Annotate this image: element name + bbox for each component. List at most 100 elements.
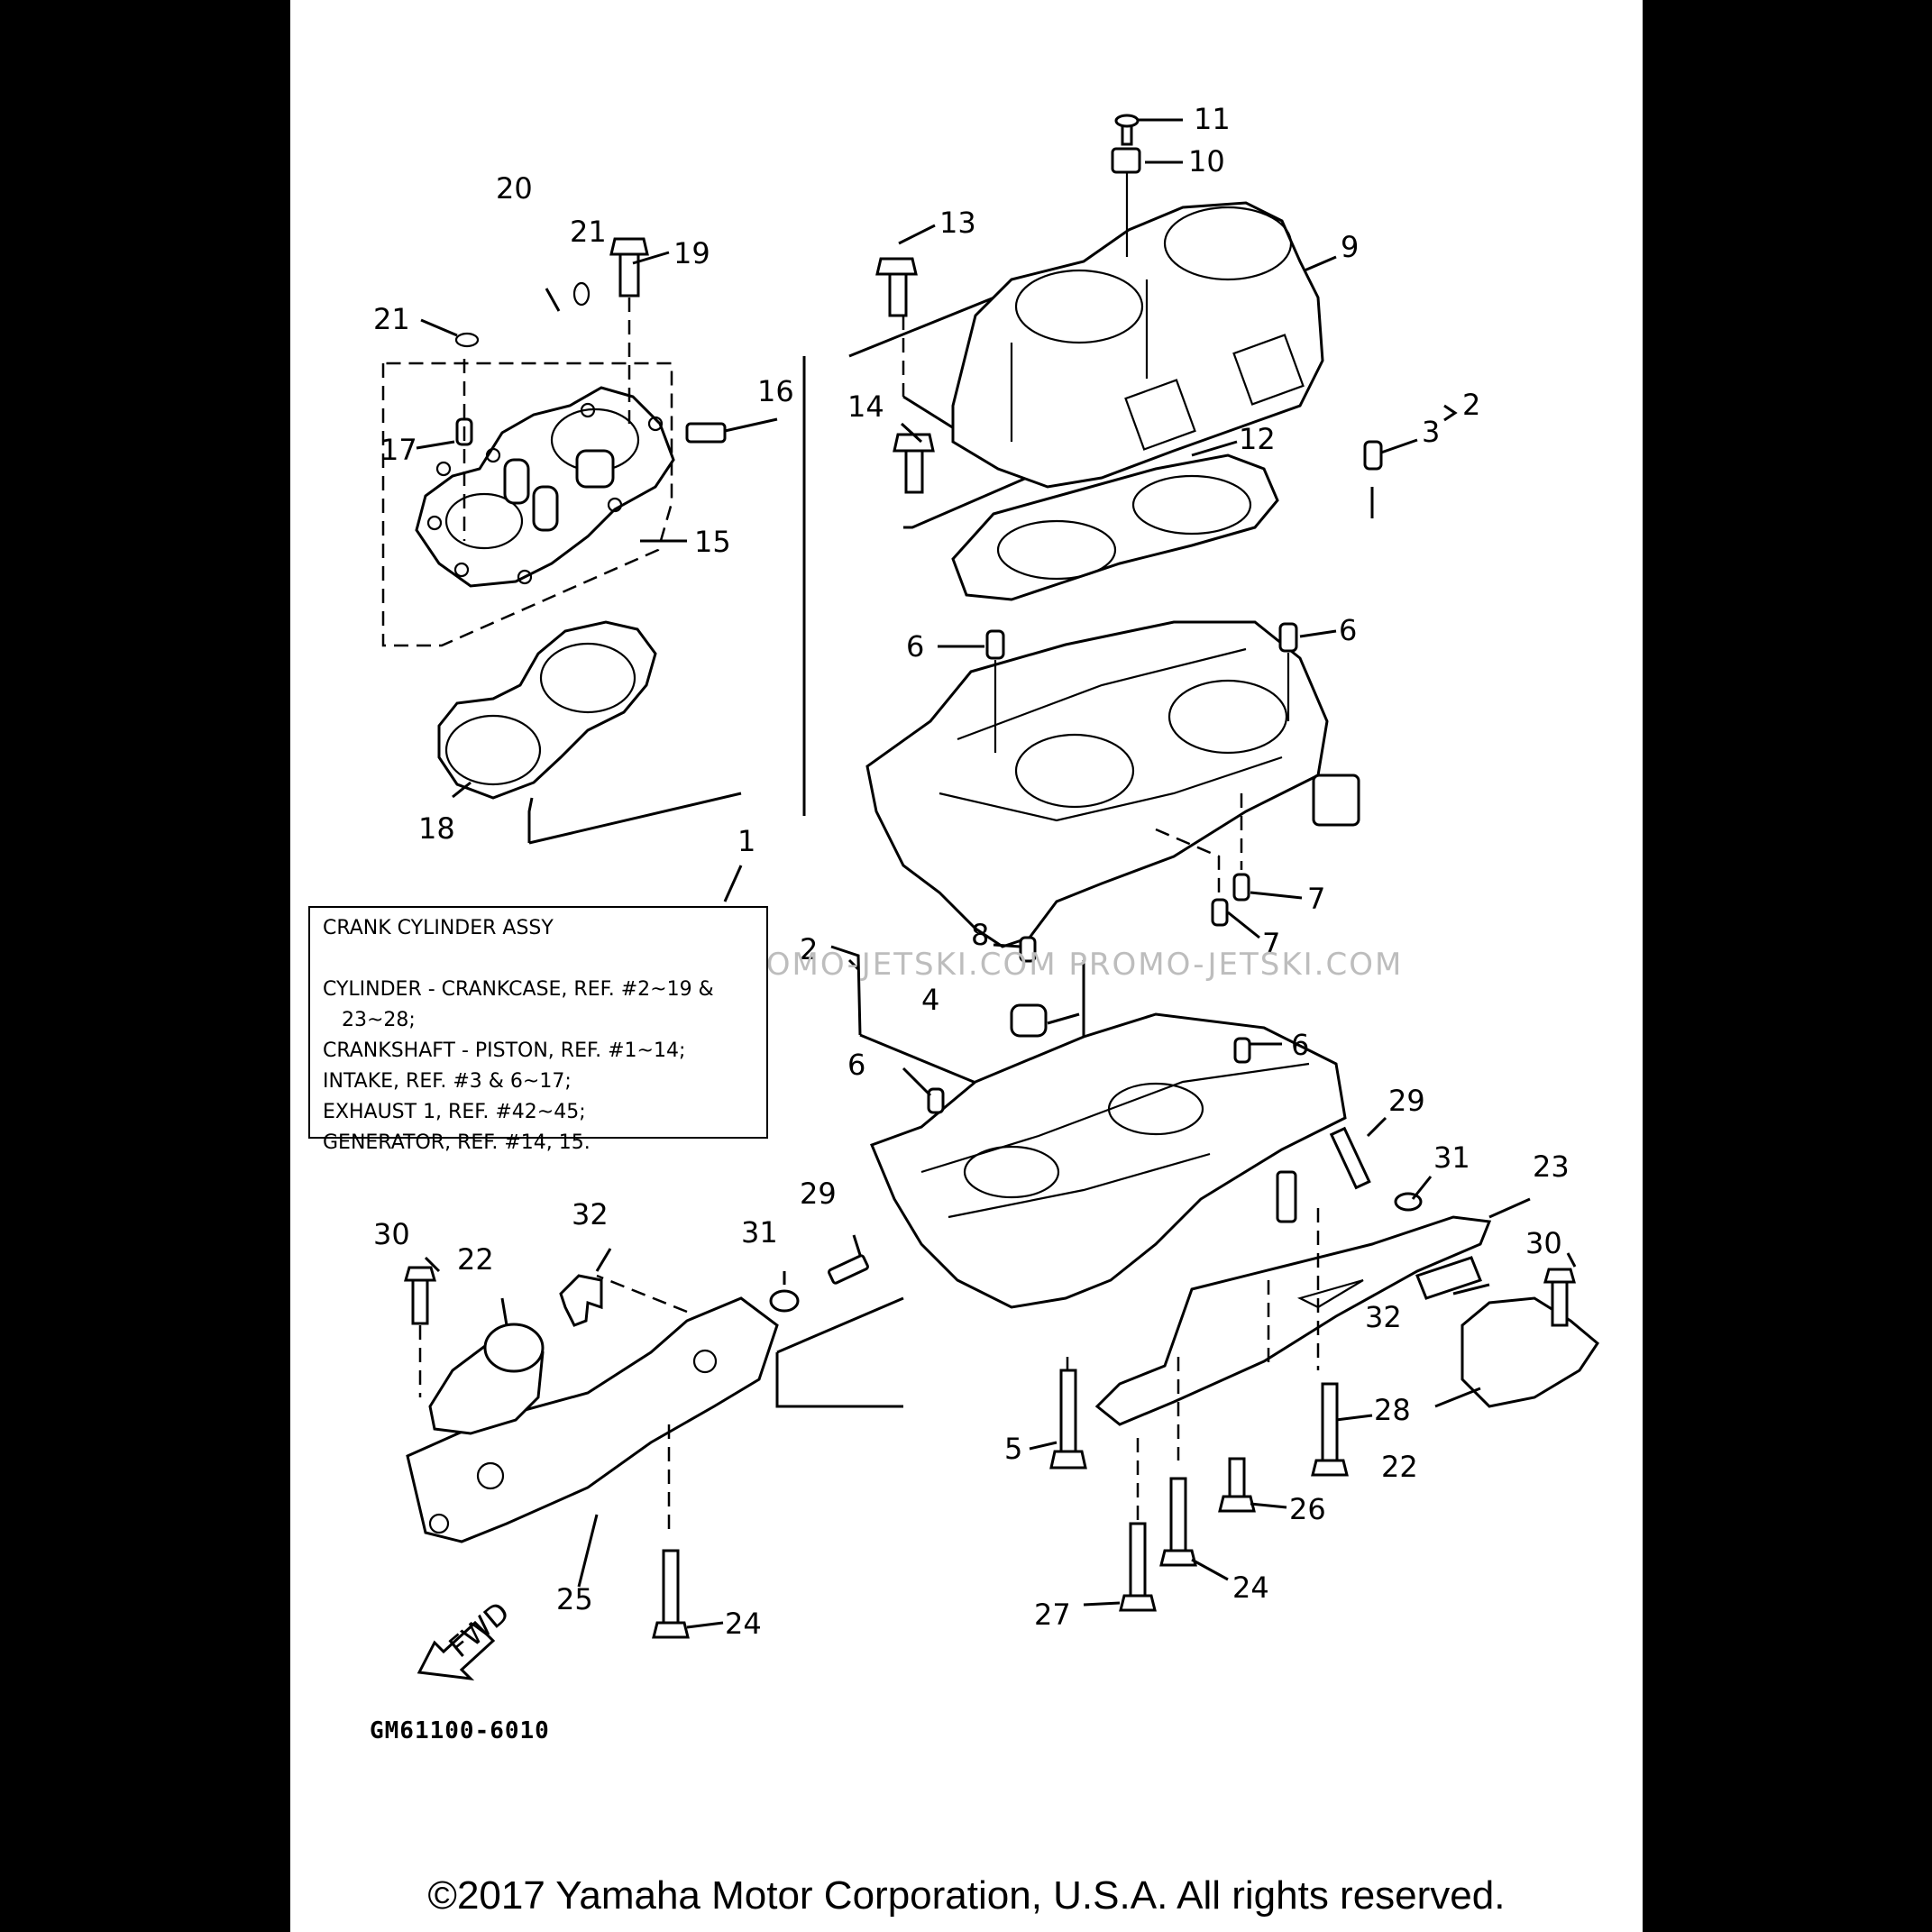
bolt-5 — [1059, 1369, 1077, 1453]
label-26: 26 — [1289, 1492, 1326, 1526]
cylinder-bore — [1163, 206, 1293, 281]
bolt-29 — [1329, 1126, 1371, 1190]
label-23: 23 — [1533, 1149, 1570, 1184]
dowel-pin-6 — [985, 629, 1005, 660]
label-14: 14 — [847, 389, 884, 424]
label-27: 27 — [1034, 1598, 1071, 1632]
pin-8 — [1019, 936, 1037, 963]
label-25: 25 — [556, 1582, 593, 1616]
assembly-note-box: CRANK CYLINDER ASSY CYLINDER - CRANKCASE… — [308, 906, 768, 1154]
bolt-13-head — [875, 257, 918, 276]
washer-31 — [769, 1289, 800, 1313]
lower-crankcase — [870, 1012, 1347, 1309]
figure-code: GM61100-6010 — [370, 1717, 550, 1744]
bracket-icon — [1443, 404, 1458, 422]
pad-32 — [1415, 1256, 1482, 1300]
label-9: 9 — [1341, 230, 1359, 264]
label-1: 1 — [737, 824, 755, 858]
rubber-mount-22 — [1460, 1296, 1599, 1408]
bolt-28-head — [1311, 1459, 1349, 1477]
label-6: 6 — [1291, 1028, 1309, 1062]
bolt-30 — [411, 1278, 429, 1325]
bolt-28 — [1321, 1382, 1339, 1462]
diagram-sheet: FWD — [290, 0, 1643, 1932]
label-2: 2 — [800, 932, 818, 966]
bolt-19-head — [609, 237, 649, 256]
label-7: 7 — [1262, 927, 1280, 961]
label-8: 8 — [971, 918, 989, 952]
head-cover-outlet — [575, 449, 615, 489]
label-31: 31 — [741, 1215, 778, 1250]
label-29: 29 — [1388, 1084, 1425, 1118]
bolt-30-head — [1543, 1268, 1576, 1284]
note-title: CRANK CYLINDER ASSY — [323, 917, 554, 939]
bolt-24-head — [1159, 1549, 1197, 1567]
cylinder-bore — [1014, 269, 1144, 344]
label-17: 17 — [380, 433, 417, 467]
clamp-21 — [454, 332, 480, 348]
label-22: 22 — [457, 1242, 494, 1277]
label-22: 22 — [1381, 1450, 1418, 1484]
label-11: 11 — [1194, 102, 1231, 136]
label-5: 5 — [1004, 1432, 1022, 1466]
part-number-labels: 11 10 20 21 13 19 9 21 16 14 3 2 17 12 1… — [373, 102, 1570, 1641]
label-20: 20 — [496, 171, 533, 206]
label-24: 24 — [725, 1607, 762, 1641]
label-4: 4 — [921, 983, 939, 1017]
screw-11-head — [1114, 114, 1140, 128]
crankcase-mount-tab — [1312, 774, 1360, 827]
pin-3 — [1363, 440, 1383, 471]
dowel-pin-7 — [1211, 898, 1229, 927]
label-7: 7 — [1307, 882, 1325, 916]
label-6: 6 — [1339, 613, 1357, 647]
label-28: 28 — [1374, 1393, 1411, 1427]
note-line: CRANKSHAFT - PISTON, REF. #1~14; — [323, 1039, 686, 1062]
bolt-14 — [904, 447, 924, 494]
note-line: GENERATOR, REF. #14, 15. — [323, 1131, 591, 1154]
bolt-30-head — [404, 1266, 436, 1282]
label-10: 10 — [1188, 144, 1225, 179]
label-29: 29 — [800, 1177, 837, 1211]
label-12: 12 — [1239, 422, 1276, 456]
dowel-pin-7 — [1232, 873, 1250, 902]
bolt-19 — [618, 251, 640, 298]
cylinder-9 — [951, 201, 1324, 489]
bolt-24-head — [652, 1621, 690, 1639]
label-6: 6 — [906, 629, 924, 664]
base-gasket-12 — [951, 453, 1279, 601]
head-cover-group-outline — [381, 362, 673, 647]
label-3: 3 — [1422, 415, 1440, 449]
note-line: 23~28; — [323, 1009, 416, 1031]
label-30: 30 — [1525, 1226, 1562, 1260]
crankcase-stud — [1276, 1170, 1297, 1223]
bolt-13 — [888, 270, 908, 317]
label-32: 32 — [1365, 1300, 1402, 1334]
engine-mount-23 — [1094, 1215, 1492, 1426]
leader-lines — [416, 118, 1577, 1629]
clamp-21 — [572, 281, 591, 307]
upper-crankcase — [865, 620, 1329, 948]
note-line: CYLINDER - CRANKCASE, REF. #2~19 & — [323, 978, 714, 1001]
label-16: 16 — [757, 374, 794, 408]
label-21: 21 — [373, 302, 410, 336]
dowel-pin-6 — [927, 1087, 945, 1114]
bolt-27 — [1129, 1522, 1147, 1598]
head-cover-boss — [532, 485, 559, 532]
label-21: 21 — [570, 215, 607, 249]
exploded-parts-diagram: FWD — [373, 102, 1599, 1681]
head-cover-bore — [444, 492, 524, 550]
fwd-arrow-icon: FWD — [417, 1595, 516, 1681]
note-spacer — [323, 944, 754, 975]
pad-32 — [559, 1274, 603, 1327]
bolt-24 — [662, 1549, 680, 1625]
label-6: 6 — [847, 1048, 865, 1082]
bolt-27-head — [1119, 1594, 1157, 1612]
clip-10 — [1111, 147, 1141, 174]
label-24: 24 — [1232, 1570, 1269, 1605]
bolt-14-head — [893, 433, 935, 453]
bushing-4 — [1010, 1003, 1048, 1038]
label-2: 2 — [1462, 388, 1480, 422]
label-18: 18 — [418, 811, 455, 846]
engine-mount-25 — [406, 1296, 779, 1543]
bolt-29 — [828, 1254, 869, 1285]
